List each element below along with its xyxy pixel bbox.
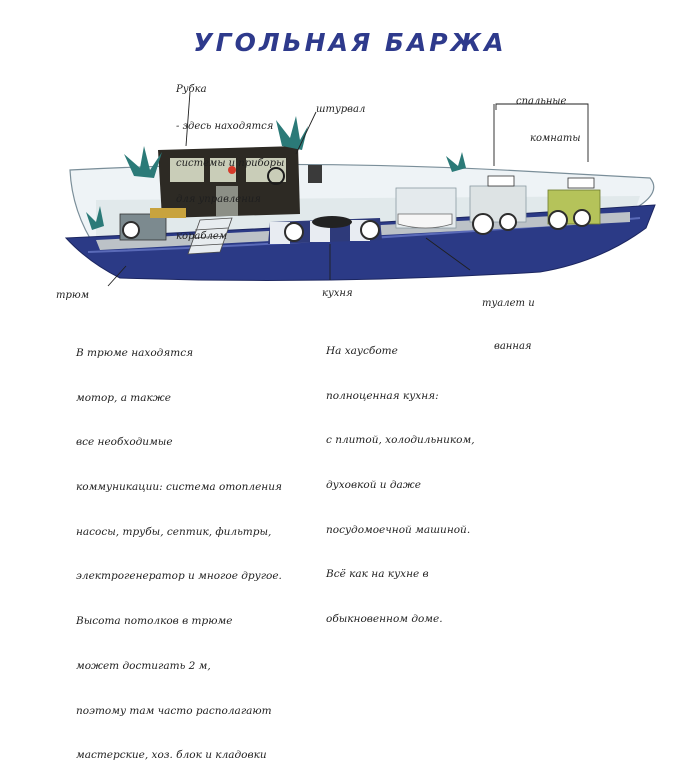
note-hold: В трюме находятся мотор, а также все нео… bbox=[76, 346, 282, 762]
note-kitchen: На хаусботе полноценная кухня: с плитой,… bbox=[326, 344, 475, 626]
label-hold: трюм bbox=[56, 290, 89, 301]
portholes bbox=[122, 209, 591, 242]
bedroom-area bbox=[469, 175, 601, 225]
label-helm: штурвал bbox=[316, 104, 366, 115]
label-kitchen: кухня bbox=[322, 288, 353, 299]
stairs bbox=[187, 217, 233, 255]
leader-lines bbox=[107, 91, 589, 287]
label-bedrooms: спальные комнаты bbox=[516, 96, 581, 144]
plants bbox=[86, 116, 466, 230]
wheelhouse bbox=[158, 146, 300, 218]
bathroom-area bbox=[395, 187, 457, 229]
barge-illustration bbox=[64, 91, 656, 287]
hold-crate bbox=[150, 208, 186, 218]
label-bathroom: туалет и ванная bbox=[482, 298, 535, 352]
diagram-title: УГОЛЬНАЯ БАРЖА bbox=[193, 28, 507, 57]
label-wheelhouse: Рубка - здесь находятся системы и прибор… bbox=[176, 84, 285, 242]
kitchen-table bbox=[312, 216, 352, 228]
kitchen-stove bbox=[308, 165, 322, 183]
